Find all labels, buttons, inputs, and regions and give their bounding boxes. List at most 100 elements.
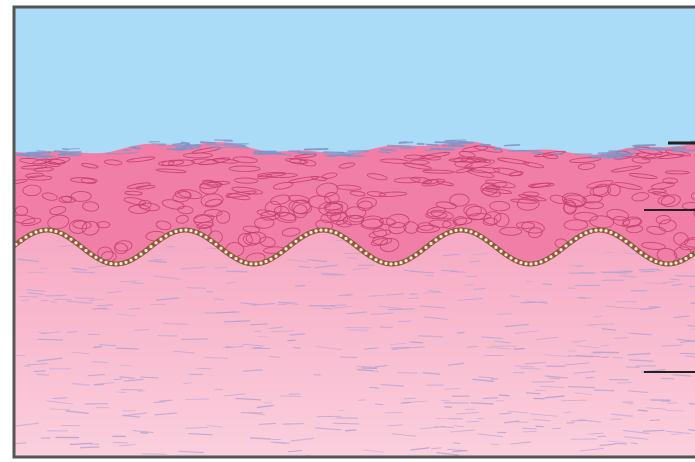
membrane-bead [269, 258, 272, 261]
membrane-bead [79, 245, 82, 248]
membrane-bead [134, 256, 137, 259]
surface-cell [182, 143, 189, 144]
membrane-bead [29, 233, 32, 236]
membrane-bead [184, 228, 187, 231]
membrane-bead [59, 232, 62, 235]
membrane-bead [289, 244, 292, 247]
membrane-bead [644, 255, 647, 258]
fiber-strand [523, 431, 536, 432]
fiber-strand [95, 384, 104, 385]
fiber-strand [385, 413, 401, 414]
membrane-bead [544, 258, 547, 261]
membrane-bead [554, 252, 557, 255]
surface-cell [175, 149, 193, 150]
membrane-bead [619, 236, 622, 239]
surface-cell [399, 142, 412, 143]
membrane-bead [344, 237, 347, 240]
membrane-bead [334, 231, 337, 234]
fiber-strand [631, 443, 637, 444]
membrane-bead [514, 259, 517, 262]
fiber-strand [187, 288, 205, 289]
fiber-strand [568, 288, 575, 289]
fiber-strand [499, 413, 511, 414]
fiber-strand [359, 400, 365, 401]
fiber-strand [618, 383, 632, 384]
fiber-strand [466, 276, 477, 277]
membrane-bead [569, 240, 572, 243]
fiber-strand [185, 399, 209, 400]
membrane-bead [69, 238, 72, 241]
membrane-bead [264, 260, 267, 263]
fiber-strand [93, 308, 106, 309]
fiber-strand [641, 271, 654, 272]
membrane-bead [379, 260, 382, 263]
membrane-bead [139, 253, 142, 256]
membrane-bead [419, 250, 422, 253]
membrane-bead [49, 229, 52, 232]
membrane-bead [594, 229, 597, 232]
membrane-bead [369, 255, 372, 258]
fiber-strand [197, 368, 211, 369]
membrane-bead [434, 238, 437, 241]
surface-cell [254, 152, 264, 153]
membrane-bead [94, 256, 97, 259]
membrane-bead [584, 231, 587, 234]
membrane-bead [114, 262, 117, 265]
fiber-strand [154, 402, 166, 403]
membrane-bead [284, 247, 287, 250]
membrane-bead [279, 251, 282, 254]
surface-cell [505, 145, 520, 146]
membrane-bead [499, 250, 502, 253]
surface-cell [607, 155, 621, 156]
fiber-strand [117, 348, 139, 349]
membrane-bead [349, 240, 352, 243]
fiber-strand [572, 420, 586, 421]
fiber-strand [532, 382, 553, 383]
membrane-bead [209, 239, 212, 242]
membrane-bead [64, 234, 67, 237]
membrane-bead [589, 230, 592, 233]
membrane-bead [574, 237, 577, 240]
membrane-bead [649, 258, 652, 261]
fiber-strand [470, 261, 479, 262]
fiber-strand [68, 332, 77, 333]
fiber-strand [317, 416, 341, 417]
membrane-bead [629, 244, 632, 247]
membrane-bead [244, 261, 247, 264]
surface-cell [626, 149, 640, 150]
membrane-bead [364, 252, 367, 255]
surface-cell [445, 141, 456, 142]
fiber-strand [182, 339, 208, 340]
fiber-strand [401, 402, 410, 403]
surface-cell [673, 148, 685, 149]
fiber-strand [37, 374, 48, 375]
membrane-bead [169, 232, 172, 235]
surface-cell [339, 153, 360, 154]
fiber-strand [14, 355, 25, 356]
surface-cell [452, 146, 464, 147]
membrane-bead [384, 262, 387, 265]
membrane-bead [394, 262, 397, 265]
membrane-bead [639, 251, 642, 254]
fiber-strand [576, 266, 583, 267]
membrane-bead [144, 249, 147, 252]
fiber-strand [639, 269, 659, 270]
surface-cell [238, 145, 245, 146]
membrane-bead [254, 262, 257, 265]
membrane-bead [454, 229, 457, 232]
fiber-strand [281, 396, 301, 397]
membrane-bead [274, 255, 277, 258]
membrane-bead [564, 244, 567, 247]
surface-cell [674, 150, 695, 151]
surface-cell [70, 155, 82, 156]
membrane-bead [519, 261, 522, 264]
membrane-bead [124, 261, 127, 264]
membrane-bead [89, 253, 92, 256]
membrane-bead [539, 260, 542, 263]
membrane-bead [19, 239, 22, 242]
fiber-strand [214, 299, 223, 300]
membrane-bead [159, 238, 162, 241]
membrane-bead [559, 248, 562, 251]
membrane-bead [459, 228, 462, 231]
membrane-bead [44, 228, 47, 231]
